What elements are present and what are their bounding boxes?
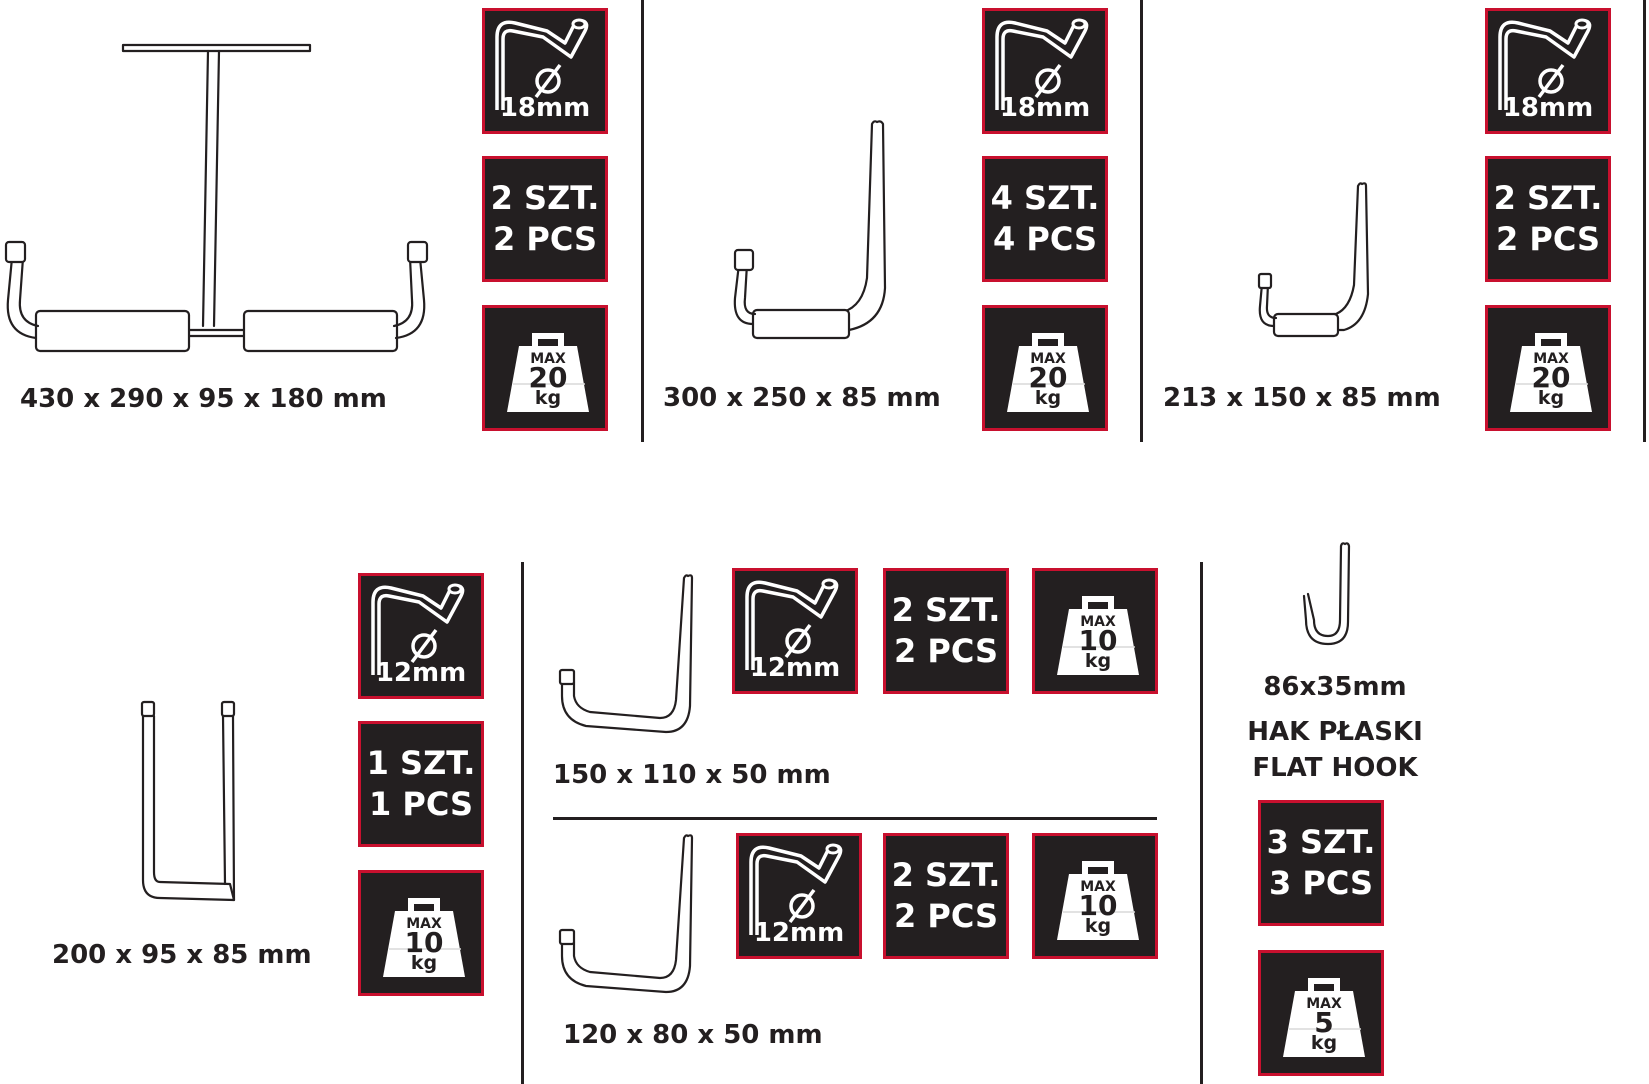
quantity-badge: 1 SZT. 1 PCS	[358, 721, 484, 847]
max-label: MAX	[1080, 879, 1116, 895]
max-load-value: 5	[1314, 1006, 1334, 1039]
quantity-badge: 2 SZT. 2 PCS	[883, 568, 1009, 694]
max-load-unit: kg	[1034, 387, 1062, 409]
quantity-pl: 2 SZT.	[1493, 179, 1603, 217]
product-name-en: FLAT HOOK	[1252, 753, 1418, 783]
max-load-badge: MAX 20 kg	[482, 305, 608, 431]
diameter-value: 18mm	[1502, 93, 1594, 123]
product-dimensions: 430 x 290 x 95 x 180 mm	[20, 384, 387, 414]
max-label: MAX	[406, 916, 442, 932]
max-label: MAX	[1306, 996, 1342, 1012]
diameter-badge: 12mm	[736, 833, 862, 959]
diameter-badge: 18mm	[982, 8, 1108, 134]
diameter-value: 12mm	[749, 653, 841, 683]
max-load-unit: kg	[1537, 387, 1565, 409]
quantity-pl: 2 SZT.	[891, 591, 1001, 629]
quantity-en: 2 PCS	[894, 897, 998, 935]
diameter-badge: 12mm	[358, 573, 484, 699]
divider-vertical	[1643, 0, 1646, 442]
quantity-en: 4 PCS	[993, 220, 1097, 258]
product-dimensions: 300 x 250 x 85 mm	[663, 383, 941, 413]
max-load-value: 20	[528, 361, 568, 394]
max-load-unit: kg	[410, 952, 438, 974]
product-dimensions: 213 x 150 x 85 mm	[1163, 383, 1441, 413]
max-load-value: 10	[1078, 889, 1118, 922]
diameter-value: 18mm	[499, 93, 591, 123]
padded-hook-small-icon	[1257, 182, 1370, 338]
quantity-pl: 3 SZT.	[1266, 823, 1376, 861]
quantity-en: 3 PCS	[1269, 864, 1373, 902]
quantity-pl: 2 SZT.	[891, 856, 1001, 894]
max-load-badge: MAX 20 kg	[982, 305, 1108, 431]
diameter-badge: 18mm	[1485, 8, 1611, 134]
diameter-badge: 18mm	[482, 8, 608, 134]
quantity-badge: 4 SZT. 4 PCS	[982, 156, 1108, 282]
product-dimensions: 200 x 95 x 85 mm	[52, 940, 312, 970]
padded-hook-icon	[733, 120, 887, 340]
max-load-unit: kg	[534, 387, 562, 409]
quantity-pl: 4 SZT.	[990, 179, 1100, 217]
max-load-badge: MAX 10 kg	[358, 870, 484, 996]
quantity-pl: 1 SZT.	[366, 744, 476, 782]
divider-vertical	[1140, 0, 1143, 442]
diameter-badge: 12mm	[732, 568, 858, 694]
quantity-en: 2 PCS	[894, 632, 998, 670]
max-load-unit: kg	[1084, 915, 1112, 937]
max-load-value: 10	[404, 926, 444, 959]
max-load-badge: MAX 20 kg	[1485, 305, 1611, 431]
diameter-value: 12mm	[375, 658, 467, 688]
product-name-pl: HAK PŁASKI	[1247, 717, 1423, 747]
max-load-badge: MAX 10 kg	[1032, 568, 1158, 694]
quantity-badge: 2 SZT. 2 PCS	[883, 833, 1009, 959]
quantity-en: 2 PCS	[1496, 220, 1600, 258]
product-dimensions: 86x35mm	[1263, 672, 1407, 702]
max-label: MAX	[1533, 351, 1569, 367]
u-hook-icon	[140, 700, 236, 902]
quantity-pl: 2 SZT.	[490, 179, 600, 217]
product-dimensions: 120 x 80 x 50 mm	[563, 1020, 823, 1050]
quantity-en: 1 PCS	[369, 785, 473, 823]
flat-hook-icon	[1302, 542, 1351, 646]
diameter-value: 18mm	[999, 93, 1091, 123]
max-label: MAX	[1030, 351, 1066, 367]
diameter-value: 12mm	[753, 918, 845, 948]
quantity-en: 2 PCS	[493, 220, 597, 258]
divider-vertical	[641, 0, 644, 442]
max-label: MAX	[530, 351, 566, 367]
max-load-value: 20	[1531, 361, 1571, 394]
l-hook-small-icon	[558, 834, 694, 994]
divider-vertical	[521, 562, 524, 1084]
quantity-badge: 2 SZT. 2 PCS	[1485, 156, 1611, 282]
l-hook-icon	[558, 574, 694, 734]
max-load-badge: MAX 10 kg	[1032, 833, 1158, 959]
max-load-badge: MAX 5 kg	[1258, 950, 1384, 1076]
product-dimensions: 150 x 110 x 50 mm	[553, 760, 831, 790]
double-bike-hook-icon	[4, 43, 429, 353]
quantity-badge: 3 SZT. 3 PCS	[1258, 800, 1384, 926]
max-load-unit: kg	[1310, 1032, 1338, 1054]
max-load-value: 10	[1078, 624, 1118, 657]
max-load-unit: kg	[1084, 650, 1112, 672]
quantity-badge: 2 SZT. 2 PCS	[482, 156, 608, 282]
max-label: MAX	[1080, 614, 1116, 630]
max-load-value: 20	[1028, 361, 1068, 394]
divider-horizontal	[553, 817, 1157, 820]
divider-vertical	[1200, 562, 1203, 1084]
